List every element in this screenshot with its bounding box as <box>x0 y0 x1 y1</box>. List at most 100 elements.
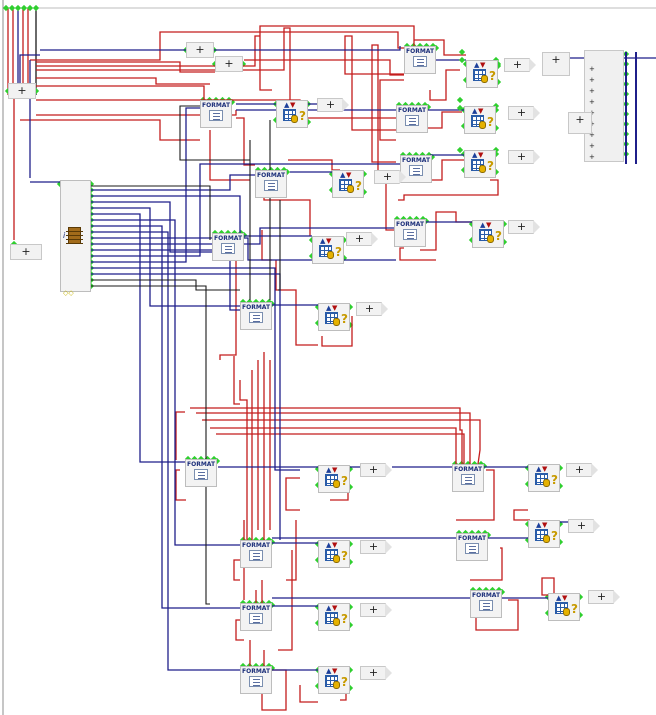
plus-output-block[interactable]: + <box>508 106 540 120</box>
red-wire[interactable] <box>399 247 436 261</box>
format-block[interactable]: FORMAT <box>396 105 428 133</box>
red-wire[interactable] <box>209 130 250 181</box>
red-wire[interactable] <box>210 427 457 464</box>
red-wire[interactable] <box>244 59 404 76</box>
red-wire[interactable] <box>541 577 555 600</box>
red-wire[interactable] <box>470 547 503 581</box>
plus-output-block[interactable]: + <box>508 150 540 164</box>
signal-wire[interactable] <box>91 201 212 253</box>
table-query-block[interactable]: ▲▼? <box>318 303 350 331</box>
table-query-block[interactable]: ▲▼? <box>312 236 344 264</box>
signal-wire[interactable] <box>179 105 250 161</box>
red-wire[interactable] <box>299 685 318 703</box>
plus-output-block[interactable]: + <box>374 170 406 184</box>
plus-output-block[interactable]: + <box>504 58 536 72</box>
red-wire[interactable] <box>233 559 240 581</box>
plus-output-block[interactable]: + <box>588 590 620 604</box>
plus-output-block[interactable]: + <box>508 220 540 234</box>
red-wire[interactable] <box>239 380 248 540</box>
table-query-block[interactable]: ▲▼? <box>472 220 504 248</box>
plus-output-block[interactable]: + <box>566 463 598 477</box>
format-block[interactable]: FORMAT <box>240 666 272 694</box>
format-block[interactable]: FORMAT <box>212 233 244 261</box>
signal-wire[interactable] <box>40 46 401 51</box>
signal-wire[interactable] <box>91 225 240 609</box>
signal-wire[interactable] <box>91 207 240 307</box>
port[interactable] <box>458 48 466 56</box>
signal-wire[interactable] <box>91 267 300 471</box>
format-block[interactable]: FORMAT <box>470 590 502 618</box>
signal-wire[interactable] <box>91 219 240 546</box>
red-wire[interactable] <box>36 77 210 85</box>
red-wire[interactable] <box>398 179 499 201</box>
red-wire[interactable] <box>36 27 291 100</box>
red-wire[interactable] <box>428 111 462 129</box>
table-query-block[interactable]: ▲▼? <box>464 106 496 134</box>
red-wire[interactable] <box>202 419 481 465</box>
plus-output-block[interactable]: + <box>317 98 349 112</box>
plus-block[interactable]: + <box>8 83 36 99</box>
red-wire[interactable] <box>36 85 205 100</box>
red-wire[interactable] <box>288 159 340 171</box>
signal-wire[interactable] <box>91 231 240 671</box>
red-wire[interactable] <box>321 316 353 347</box>
port[interactable] <box>458 56 466 64</box>
plus-output-block[interactable]: + <box>360 666 392 680</box>
plus-output-block[interactable]: + <box>360 603 392 617</box>
bus-port[interactable] <box>20 4 28 12</box>
red-wire[interactable] <box>428 159 464 181</box>
format-block[interactable]: FORMAT <box>240 302 272 330</box>
table-query-block[interactable]: ▲▼? <box>528 464 560 492</box>
plus-output-block[interactable]: + <box>360 540 392 554</box>
red-wire[interactable] <box>36 61 215 73</box>
red-wire[interactable] <box>275 260 318 346</box>
red-wire[interactable] <box>344 35 404 131</box>
red-wire[interactable] <box>414 39 466 56</box>
plus-block[interactable]: + <box>10 244 42 260</box>
red-wire[interactable] <box>175 469 186 501</box>
red-wire[interactable] <box>513 509 530 521</box>
red-wire[interactable] <box>285 477 300 511</box>
table-query-block[interactable]: ▲▼? <box>332 170 364 198</box>
plus-output-block[interactable]: + <box>568 519 600 533</box>
red-wire[interactable] <box>30 31 404 61</box>
signal-wire[interactable] <box>91 174 255 191</box>
signal-wire[interactable] <box>91 107 200 263</box>
red-wire[interactable] <box>286 520 297 581</box>
red-wire[interactable] <box>20 119 200 141</box>
signal-wire[interactable] <box>91 163 400 257</box>
signal-wire[interactable] <box>91 285 210 605</box>
port[interactable] <box>456 146 464 154</box>
bus-port[interactable] <box>32 4 40 12</box>
table-query-block[interactable]: ▲▼? <box>318 666 350 694</box>
table-query-block[interactable]: ▲▼? <box>466 60 498 88</box>
red-wire[interactable] <box>278 550 293 651</box>
red-wire[interactable] <box>420 211 472 251</box>
signal-wire[interactable] <box>91 185 211 240</box>
bus-port[interactable] <box>26 4 34 12</box>
bus-port[interactable] <box>14 4 22 12</box>
red-wire[interactable] <box>36 35 260 67</box>
format-block[interactable]: FORMAT <box>255 170 287 198</box>
red-wire[interactable] <box>236 117 255 166</box>
format-block[interactable]: FORMAT <box>240 603 272 631</box>
plus-output-block[interactable]: + <box>360 463 392 477</box>
plus-block[interactable]: + <box>186 42 214 58</box>
format-block[interactable]: FORMAT <box>240 540 272 568</box>
table-query-block[interactable]: ▲▼? <box>318 540 350 568</box>
table-query-block[interactable]: ▲▼? <box>318 465 350 493</box>
red-wire[interactable] <box>259 25 415 91</box>
source-block[interactable]: i◇◇ <box>60 180 91 297</box>
format-block[interactable]: FORMAT <box>456 533 488 561</box>
red-wire[interactable] <box>175 411 185 460</box>
table-query-block[interactable]: ▲▼? <box>318 603 350 631</box>
signal-wire[interactable] <box>91 227 394 245</box>
signal-wire[interactable] <box>91 249 240 311</box>
signal-wire[interactable] <box>91 279 240 291</box>
table-query-block[interactable]: ▲▼? <box>548 593 580 621</box>
format-block[interactable]: FORMAT <box>404 46 436 74</box>
plus-output-block[interactable]: + <box>346 232 378 246</box>
plus-block[interactable]: + <box>568 112 592 134</box>
plus-block[interactable]: + <box>542 52 570 76</box>
